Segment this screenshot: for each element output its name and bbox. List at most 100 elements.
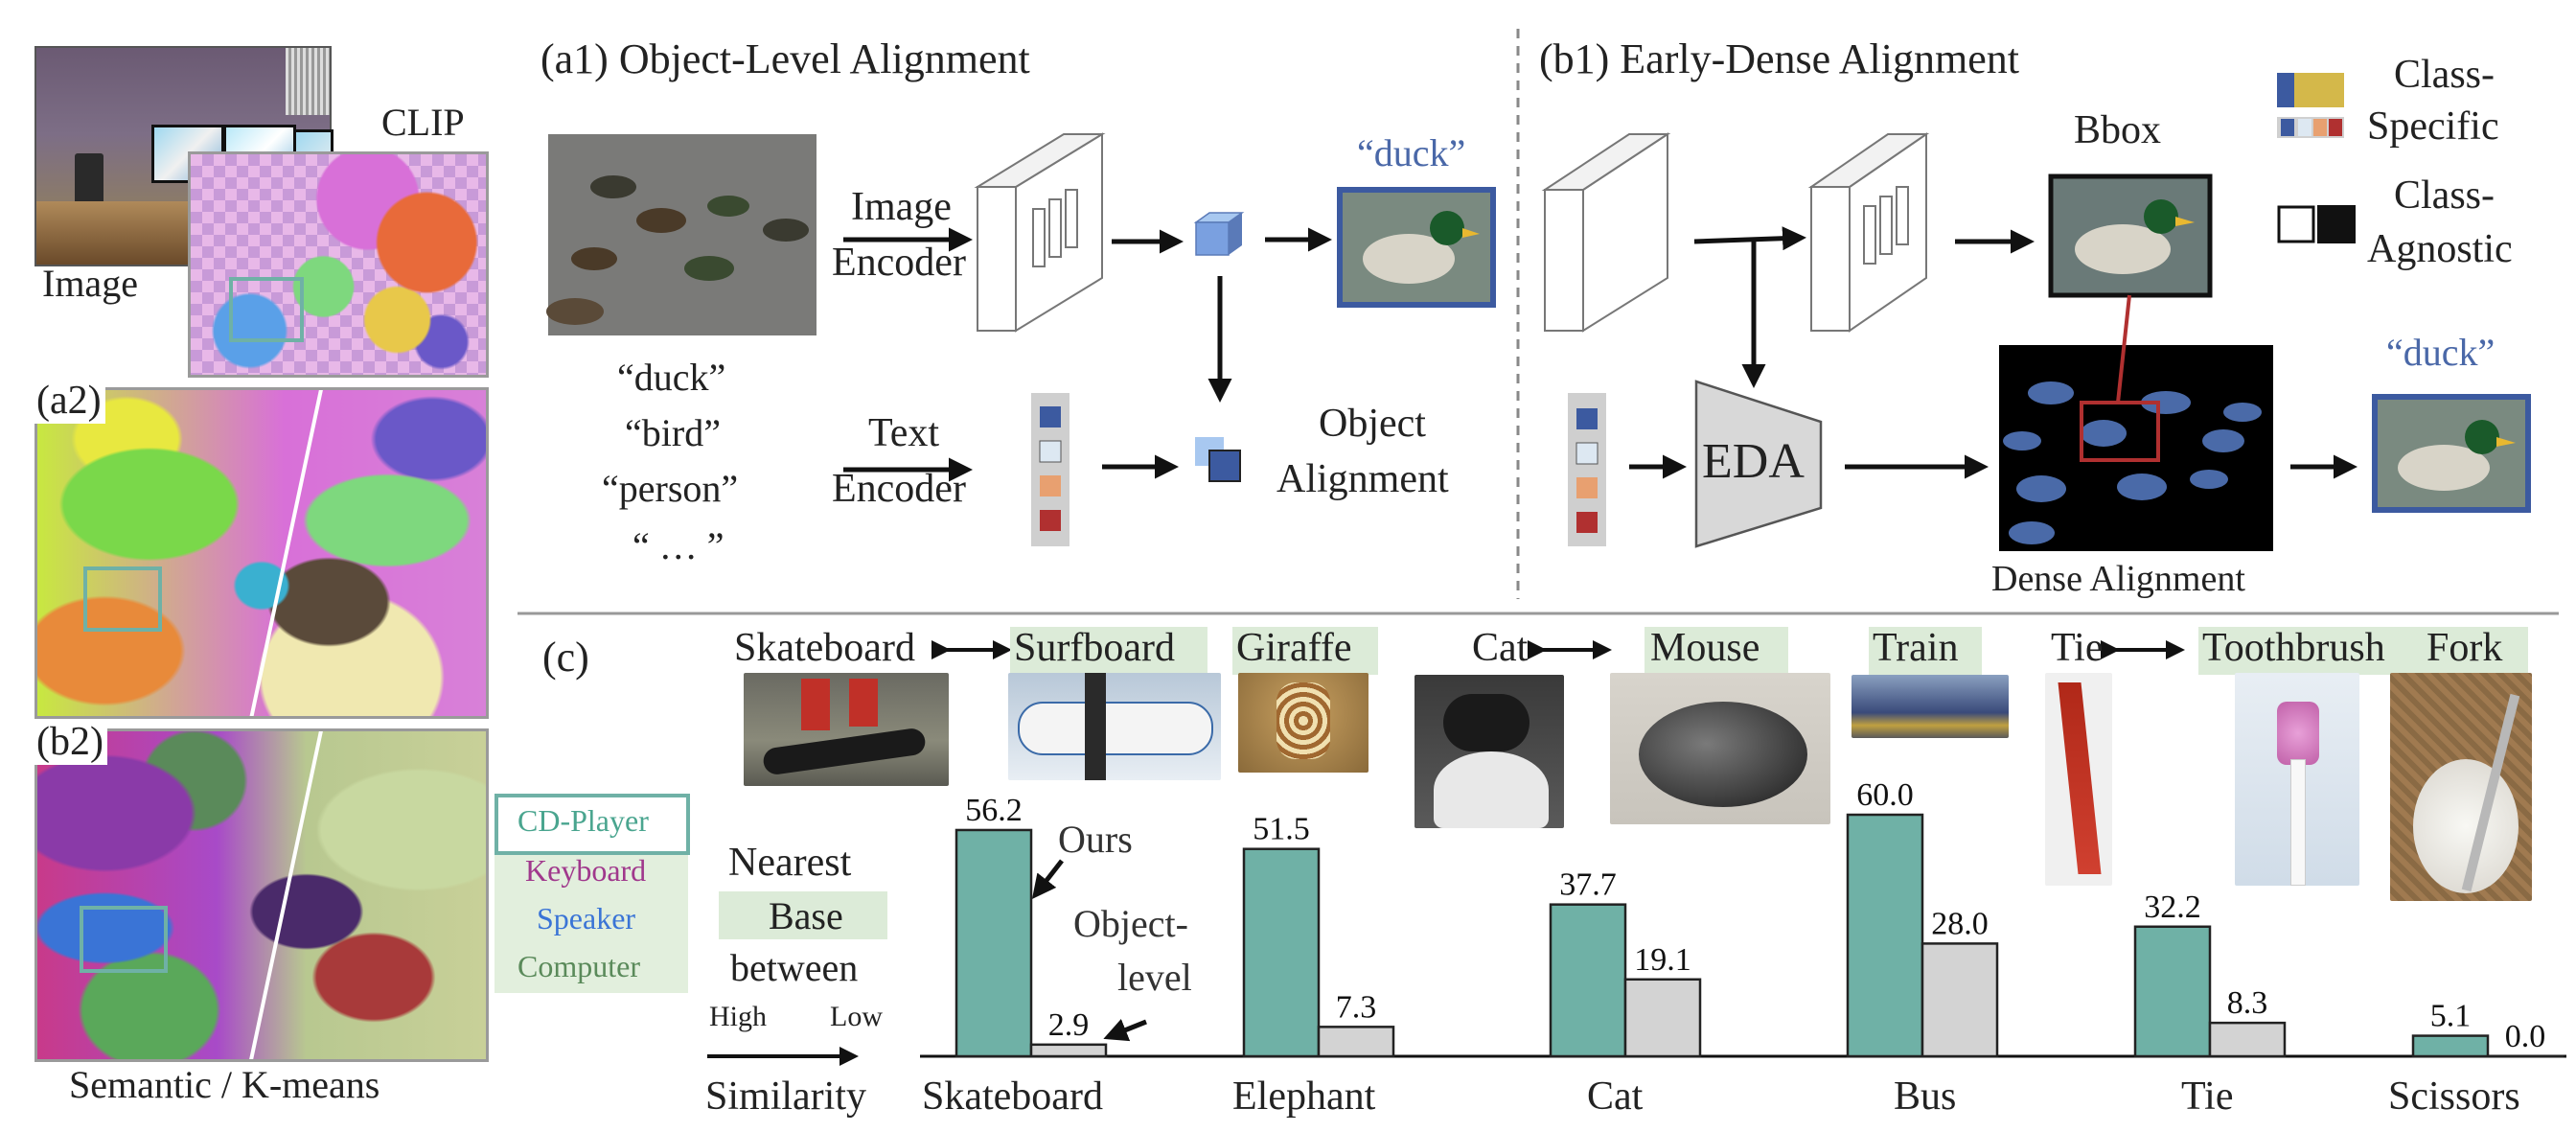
- class-specific-label-2: Specific: [2367, 104, 2499, 149]
- prompt-duck: “duck”: [617, 356, 726, 399]
- category-label-cat: Cat: [1587, 1074, 1644, 1119]
- fork-photo: [2390, 673, 2532, 901]
- object-alignment-label-2: Alignment: [1276, 457, 1449, 501]
- bar-value-label: 7.3: [1336, 989, 1377, 1025]
- chip-mouse: [1644, 627, 1788, 675]
- giraffe-photo: [1238, 673, 1368, 773]
- bar-ours-cat: [1549, 903, 1627, 1058]
- a2-label: (a2): [33, 378, 105, 424]
- cat-photo: [1414, 675, 1564, 828]
- bar-value-label: 2.9: [1048, 1007, 1090, 1043]
- category-label-bus: Bus: [1894, 1074, 1957, 1119]
- class-agnostic-label-2: Agnostic: [2367, 227, 2513, 271]
- bar-ours-elephant: [1242, 847, 1321, 1058]
- base-chip: [719, 891, 887, 939]
- dense-alignment-map: [1999, 345, 2273, 551]
- class-agnostic-label-1: Class-: [2394, 173, 2495, 218]
- image-encoder-label-2: Encoder: [832, 241, 966, 285]
- bar-value-label: 28.0: [1931, 906, 1989, 941]
- duck-label-a1: “duck”: [1357, 131, 1466, 174]
- between-label: between: [730, 946, 859, 989]
- header-surfboard: Surfboard: [1014, 626, 1175, 670]
- base-label: Base: [769, 894, 843, 937]
- ours-pointer-arrow: [1031, 859, 1064, 899]
- category-label-scissors: Scissors: [2388, 1074, 2520, 1119]
- duck-image-a1: [1337, 187, 1496, 308]
- duck-pond-photo: [546, 134, 816, 335]
- prompt-ellipsis: “ … ”: [632, 524, 724, 567]
- category-label-tie: Tie: [2181, 1074, 2234, 1119]
- class-specific-legend: [2277, 73, 2344, 138]
- object-alignment-label-1: Object: [1319, 402, 1426, 446]
- backbone-block-b1: [1541, 132, 1671, 333]
- legend-cd-box: [494, 794, 690, 855]
- clip-label: CLIP: [381, 101, 465, 144]
- bar-value-label: 37.7: [1559, 867, 1617, 903]
- bbox-duck-image: [2048, 173, 2213, 298]
- bar-object-level-bus: [1920, 942, 1999, 1058]
- header-train: Train: [1873, 626, 1959, 670]
- legend-cd-player: CD-Player: [518, 803, 649, 838]
- legend-keyboard: Keyboard: [525, 853, 647, 888]
- text-embedding-stack-b1: [1568, 393, 1606, 546]
- b2-label: (b2): [33, 719, 107, 765]
- nearest-label: Nearest: [728, 841, 852, 885]
- train-photo: [1852, 675, 2009, 738]
- object-level-pointer-arrow: [1103, 1018, 1147, 1042]
- bar-object-level-tie: [2208, 1021, 2287, 1058]
- text-encoder-label-1: Text: [868, 411, 940, 455]
- toothbrush-photo: [2235, 673, 2359, 886]
- ours-label: Ours: [1058, 818, 1133, 861]
- category-label-skateboard: Skateboard: [922, 1074, 1103, 1119]
- bar-object-level-skateboard: [1029, 1043, 1108, 1058]
- category-label-elephant: Elephant: [1232, 1074, 1376, 1119]
- legend-computer: Computer: [518, 949, 640, 983]
- duck-label-b1: “duck”: [2386, 331, 2496, 374]
- text-encoder-label-2: Encoder: [832, 467, 966, 511]
- image-encoder-label-1: Image: [851, 185, 952, 229]
- bbox-link-line: [2116, 294, 2131, 404]
- semantic-kmeans-label: Semantic / K-means: [69, 1063, 380, 1106]
- header-cat: Cat: [1472, 626, 1529, 670]
- bar-value-label: 5.1: [2430, 999, 2472, 1034]
- header-tie: Tie: [2051, 626, 2104, 670]
- bar-value-label: 51.5: [1253, 812, 1310, 847]
- skateboard-photo: [744, 673, 949, 786]
- bar-value-label: 8.3: [2227, 985, 2268, 1021]
- dense-alignment-label: Dense Alignment: [1991, 559, 2245, 599]
- header-mouse: Mouse: [1650, 626, 1760, 670]
- bar-ours-bus: [1846, 813, 1924, 1058]
- mouse-photo: [1610, 673, 1830, 824]
- a1-title: (a1) Object-Level Alignment: [540, 35, 1030, 82]
- object-level-label-1: Object-: [1073, 902, 1188, 945]
- bar-ours-tie: [2133, 925, 2212, 1058]
- prompt-bird: “bird”: [625, 411, 721, 454]
- tie-photo: [2045, 673, 2112, 886]
- c-panel-label: (c): [542, 634, 589, 681]
- similarity-label: Similarity: [705, 1074, 866, 1119]
- bar-object-level-elephant: [1317, 1026, 1395, 1058]
- feature-cube: [1193, 212, 1245, 256]
- encoder-block-b1: [1807, 132, 1930, 333]
- a2-segmentation: [34, 387, 489, 719]
- alignment-squares: [1195, 437, 1241, 482]
- legend-speaker: Speaker: [537, 901, 636, 936]
- b1-title: (b1) Early-Dense Alignment: [1539, 35, 2019, 82]
- low-label: Low: [830, 1001, 883, 1032]
- header-giraffe: Giraffe: [1236, 626, 1352, 670]
- image-encoder-block: [974, 132, 1106, 333]
- eda-block: [1694, 380, 1823, 548]
- bar-object-level-cat: [1623, 978, 1702, 1058]
- duck-image-b1: [2372, 394, 2531, 513]
- bar-value-label: 60.0: [1856, 777, 1914, 813]
- arrow-backbone-to-encoder: [1693, 226, 1806, 251]
- bar-ours-scissors: [2411, 1034, 2490, 1058]
- header-fork: Fork: [2426, 626, 2503, 670]
- high-label: High: [709, 1001, 767, 1032]
- bar-value-label: 32.2: [2144, 889, 2201, 925]
- bar-value-label: 19.1: [1634, 942, 1691, 978]
- text-embedding-stack-a1: [1031, 393, 1070, 546]
- chip-train: [1869, 627, 1982, 675]
- bbox-label: Bbox: [2074, 108, 2162, 152]
